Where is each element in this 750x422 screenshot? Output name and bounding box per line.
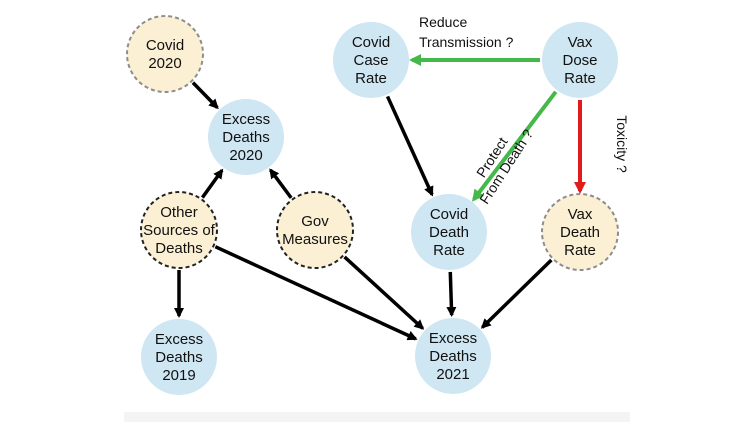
node-label-vaxdeath-0: Vax (568, 206, 593, 223)
edge-casert-to-coviddeath (385, 95, 434, 197)
node-circle-vaxdeath (541, 193, 619, 271)
panel-bottom-edge (124, 412, 630, 422)
node-label-excess2019-2: 2019 (162, 367, 195, 384)
node-label-excess2019-0: Excess (155, 331, 203, 348)
edge-gov-to-excess2021 (343, 255, 425, 330)
node-label-casert-1: Case (353, 52, 388, 69)
edge-label-reduce-line2: Transmission ? (419, 34, 514, 50)
node-circle-other (140, 191, 218, 269)
node-label-casert-0: Covid (352, 34, 390, 51)
node-label-gov-0: Gov (301, 213, 329, 230)
node-label-excess2019-1: Deaths (155, 349, 203, 366)
node-label-vaxdeath-1: Death (560, 224, 600, 241)
node-label-covid2020-1: 2020 (148, 55, 181, 72)
node-circle-casert (333, 22, 409, 98)
edges-layer (174, 54, 586, 341)
node-circle-excess2019 (141, 319, 217, 395)
node-label-excess2020-0: Excess (222, 111, 270, 128)
node-label-excess2021-1: Deaths (429, 348, 477, 365)
node-label-casert-2: Rate (355, 70, 387, 87)
node-label-excess2020-1: Deaths (222, 129, 270, 146)
node-label-excess2020-2: 2020 (229, 147, 262, 164)
node-label-coviddeath-2: Rate (433, 242, 465, 259)
edge-label-reduce-line1: Reduce (419, 14, 467, 30)
node-label-vaxdose-1: Dose (562, 52, 597, 69)
edge-label-toxicity: Toxicity ? (614, 115, 630, 173)
node-circle-excess2021 (415, 318, 491, 394)
edge-covid2020-to-excess2020 (191, 81, 219, 110)
node-label-excess2021-2: 2021 (436, 366, 469, 383)
node-label-vaxdose-0: Vax (568, 34, 593, 51)
edge-vaxdose-to-coviddeath (472, 90, 558, 202)
edge-gov-to-excess2020 (269, 168, 293, 199)
node-circle-covid2020 (126, 15, 204, 93)
edge-label-toxicity-text: Toxicity ? (614, 115, 630, 173)
edge-other-to-excess2020 (200, 168, 224, 199)
node-circle-coviddeath (411, 194, 487, 270)
node-circle-excess2020 (208, 99, 284, 175)
node-label-other-0: Other (160, 204, 198, 221)
node-label-covid2020-0: Covid (146, 37, 184, 54)
edge-other-to-excess2021 (214, 245, 418, 341)
node-label-gov-1: Measures (282, 231, 348, 248)
node-label-vaxdose-2: Rate (564, 70, 596, 87)
edge-vaxdeath-to-excess2021 (480, 258, 553, 329)
node-label-other-2: Deaths (155, 240, 203, 257)
node-label-excess2021-0: Excess (429, 330, 477, 347)
edge-coviddeath-to-excess2021 (446, 271, 457, 318)
edge-label-reduce-transmission: Reduce Transmission ? (419, 14, 514, 50)
node-label-vaxdeath-2: Rate (564, 242, 596, 259)
node-circle-vaxdose (542, 22, 618, 98)
node-label-coviddeath-0: Covid (430, 206, 468, 223)
node-label-other-1: Sources of (143, 222, 216, 239)
node-circle-gov (276, 191, 354, 269)
edge-label-protect-from-death: Protect From Death ? (473, 126, 536, 207)
node-label-coviddeath-1: Death (429, 224, 469, 241)
